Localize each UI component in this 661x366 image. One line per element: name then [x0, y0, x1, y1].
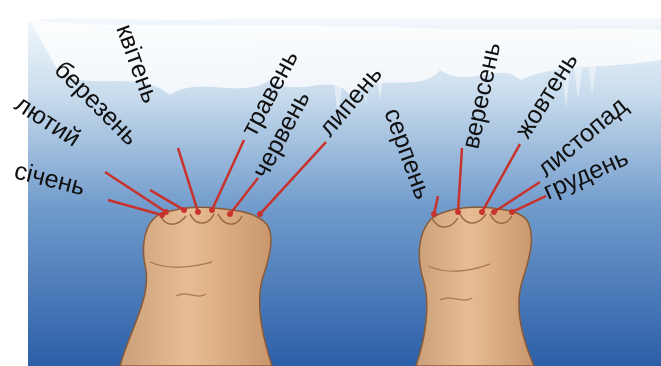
- knuckle-dot: [455, 209, 461, 215]
- pointer-line: [480, 143, 522, 213]
- knuckle-dot: [163, 209, 169, 215]
- knuckle-dot: [195, 209, 201, 215]
- knuckle-dot: [491, 209, 497, 215]
- pointer-line: [511, 194, 547, 214]
- knuckle-dot: [509, 209, 515, 215]
- knuckle-dot: [209, 207, 215, 213]
- pointer-line: [229, 177, 259, 215]
- knuckle-dot: [431, 211, 437, 217]
- knuckle-dot: [227, 211, 233, 217]
- pointer-line: [493, 180, 541, 214]
- pointer-line: [104, 170, 167, 214]
- knuckle-dot: [181, 207, 187, 213]
- pointer-line: [456, 147, 464, 213]
- pointer-line: [149, 188, 185, 212]
- pointer-line: [176, 147, 200, 213]
- right-fist: [415, 206, 535, 366]
- knuckle-dot: [257, 211, 263, 217]
- pointer-line: [259, 141, 327, 215]
- pointer-line: [432, 195, 440, 215]
- pointer-line: [210, 139, 246, 211]
- cloud-streaks: [30, 20, 661, 120]
- pointer-line: [107, 198, 163, 217]
- knuckle-dot: [479, 209, 485, 215]
